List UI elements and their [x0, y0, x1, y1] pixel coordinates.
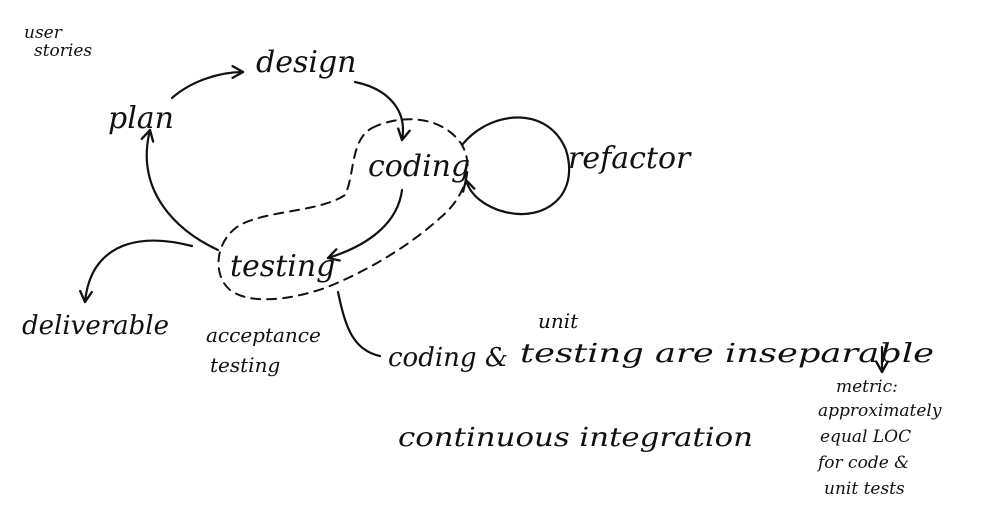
metric-note-line-5: unit tests	[824, 479, 905, 499]
coding-testing-group-outline	[217, 118, 469, 301]
metric-note-line-1: metric:	[836, 377, 898, 397]
inseparable-note-rest: testing are inseparable	[520, 339, 934, 369]
inseparable-note-unit: unit	[538, 309, 579, 333]
inseparable-note-prefix: coding &	[388, 343, 508, 373]
arrow-refactor-loop	[460, 116, 571, 216]
arrow-coding-to-testing	[326, 188, 404, 262]
metric-note-line-3: equal LOC	[820, 427, 911, 447]
refactor-label: refactor	[568, 141, 692, 176]
pointer-to-inseparable-note	[336, 290, 382, 358]
testing-label: testing	[230, 249, 335, 284]
metric-note-line-4: for code &	[816, 453, 909, 473]
user-stories-label-line-2: stories	[34, 41, 92, 61]
metric-note-line-2: approximately	[818, 401, 942, 421]
acceptance-testing-label-line-2: testing	[210, 353, 280, 377]
arrow-design-to-coding	[353, 80, 411, 142]
arrow-plan-to-design	[170, 65, 245, 100]
plan-label: plan	[108, 101, 174, 136]
design-label: design	[256, 45, 356, 80]
continuous-integration-label: continuous integration	[398, 423, 753, 453]
arrow-testing-to-deliverable	[79, 239, 194, 304]
coding-label: coding	[368, 149, 470, 184]
deliverable-label: deliverable	[22, 311, 169, 341]
arrow-testing-to-plan	[140, 128, 220, 252]
user-stories-label-line-1: user	[24, 23, 63, 43]
acceptance-testing-label-line-1: acceptance	[206, 323, 321, 347]
